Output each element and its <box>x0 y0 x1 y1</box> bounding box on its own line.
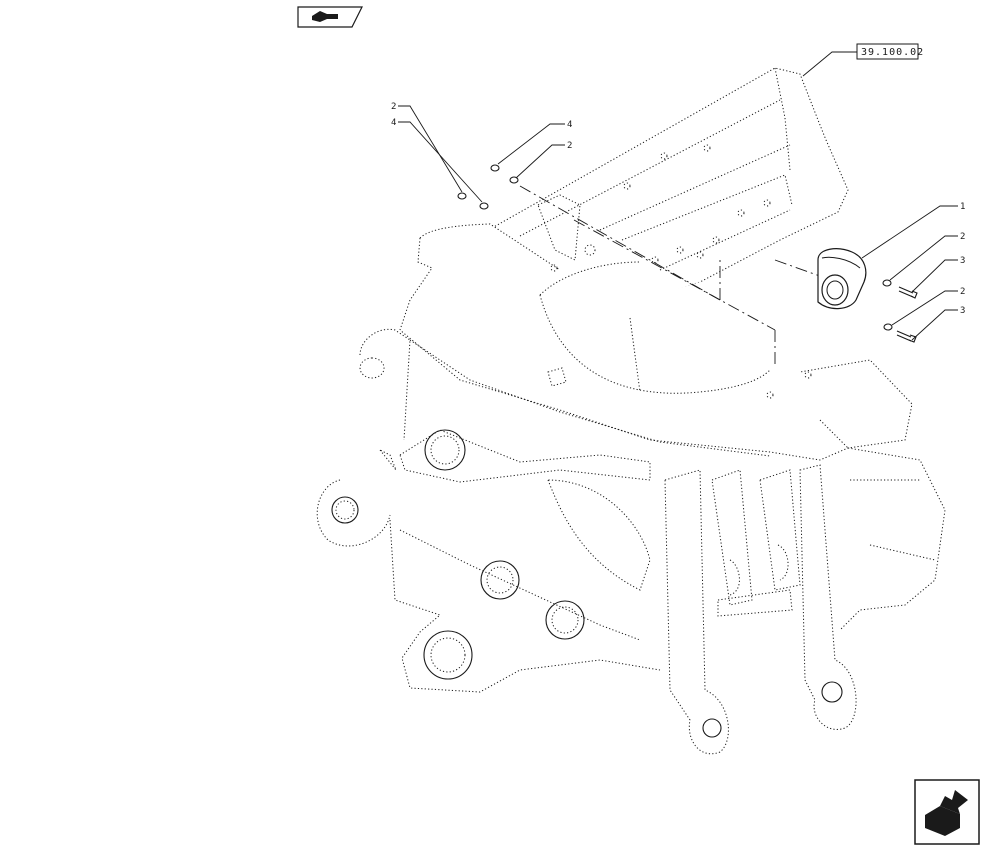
bolt-parts <box>896 286 918 343</box>
callout-label: 1 <box>960 202 965 212</box>
callout-label: 3 <box>960 256 965 266</box>
reference-tag[interactable]: 39.100.02 <box>802 43 924 77</box>
callout-label: 2 <box>567 141 572 151</box>
callout-label: 4 <box>391 118 396 128</box>
callout-label: 2 <box>960 232 965 242</box>
next-page-icon[interactable] <box>914 779 980 845</box>
callout-label: 2 <box>391 102 396 112</box>
bushing-part[interactable] <box>817 248 867 310</box>
callout-label: 4 <box>567 120 572 130</box>
reference-tag-text: 39.100.02 <box>861 47 924 58</box>
callout-label: 2 <box>960 287 965 297</box>
frame-body <box>310 67 946 755</box>
callout-label: 3 <box>960 306 965 316</box>
washer-parts <box>457 164 893 331</box>
callouts: 2 4 4 2 1 2 3 2 3 <box>391 102 965 341</box>
previous-page-icon[interactable] <box>297 6 363 28</box>
